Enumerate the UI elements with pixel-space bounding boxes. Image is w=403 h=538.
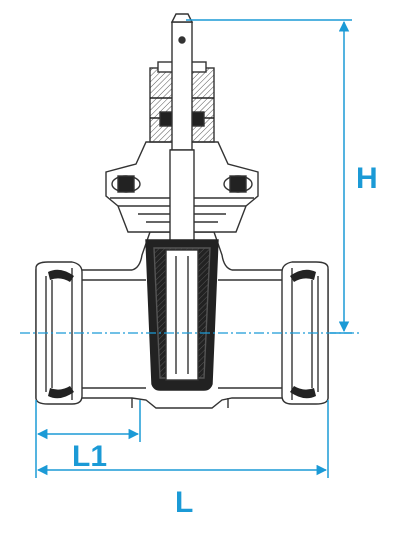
height-label: H: [356, 162, 378, 195]
dimension-l: [36, 400, 329, 478]
dimension-l1: [35, 400, 141, 478]
overall-length-label: L: [175, 486, 193, 519]
socket-length-label: L1: [72, 440, 107, 473]
wedge: [145, 239, 219, 391]
socket-seals: [48, 269, 316, 399]
dimension-h: [186, 19, 352, 334]
